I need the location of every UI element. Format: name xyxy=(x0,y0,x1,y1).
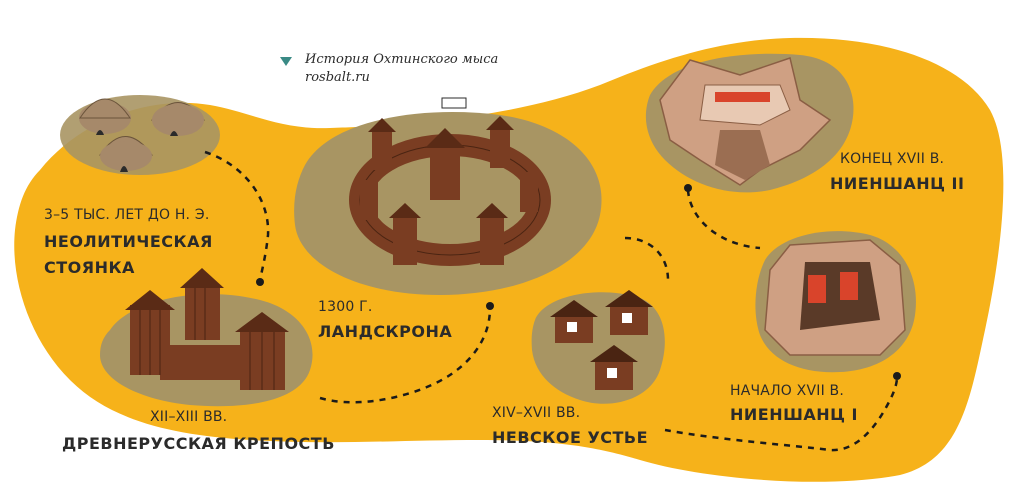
timeline-path xyxy=(204,150,899,452)
wooden-houses-icon xyxy=(550,290,653,390)
source-title: История Охтинского мыса xyxy=(305,52,499,67)
source-marker-icon xyxy=(280,57,292,66)
neolithic-date: 3–5 ТЫС. ЛЕТ ДО Н. Э. xyxy=(44,207,210,223)
landskrona-name: ЛАНДСКРОНА xyxy=(318,322,453,341)
thatched-huts-icon xyxy=(79,98,205,172)
landskrona-date: 1300 Г. xyxy=(318,299,373,315)
neolithic-name-line2: СТОЯНКА xyxy=(44,258,135,277)
star-fort-icon xyxy=(659,57,832,186)
nyenschantz1-name: НИЕНШАНЦ I xyxy=(730,405,859,424)
old-russian-date: XII–XIII ВВ. xyxy=(150,409,228,425)
source-site: rosbalt.ru xyxy=(305,70,370,85)
path-dots xyxy=(256,184,901,380)
nyenschantz2-date: КОНЕЦ XVII В. xyxy=(840,151,945,167)
old-russian-name: ДРЕВНЕРУССКАЯ КРЕПОСТЬ xyxy=(62,434,335,453)
nevskoe-name: НЕВСКОЕ УСТЬЕ xyxy=(492,428,649,447)
nyenschantz1-date: НАЧАЛО XVII В. xyxy=(730,383,845,399)
neolithic-name-line1: НЕОЛИТИЧЕСКАЯ xyxy=(44,232,213,251)
nyenschantz1-fort-icon xyxy=(764,239,906,356)
nyenschantz2-name: НИЕНШАНЦ II xyxy=(830,174,965,193)
landskrona-fortress-icon xyxy=(349,97,551,266)
nevskoe-date: XIV–XVII ВВ. xyxy=(492,405,581,421)
timber-fort-icon xyxy=(125,268,289,390)
